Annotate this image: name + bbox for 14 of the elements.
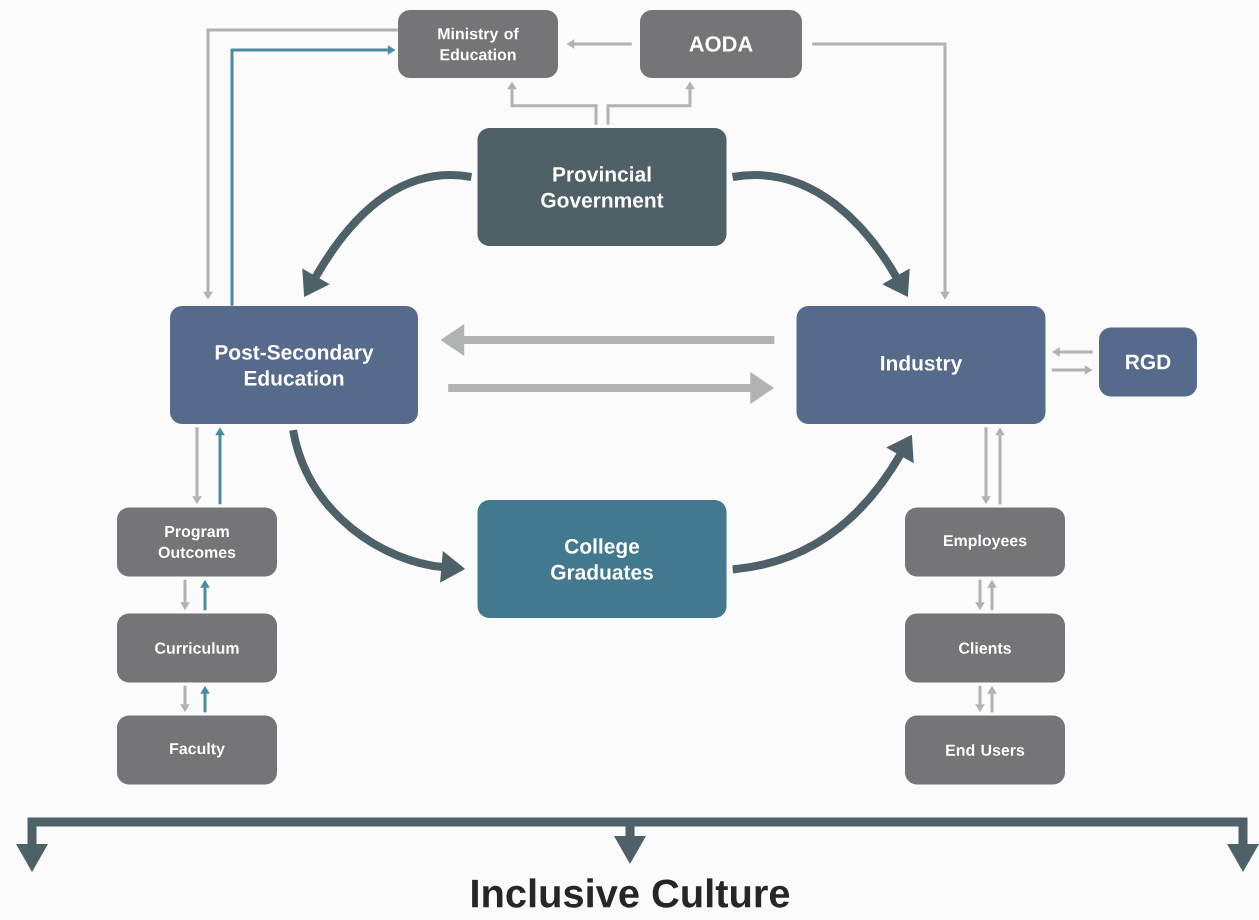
process-box: College Graduates: [477, 500, 727, 618]
process-box: Clients: [905, 613, 1065, 683]
process-box: Employees: [905, 507, 1065, 577]
process-box: Post-Secondary Education: [170, 306, 418, 424]
process-box: Ministry of Education: [398, 10, 558, 78]
process-box: Faculty: [117, 715, 277, 785]
process-box: Program Outcomes: [117, 507, 277, 577]
heading: Inclusive Culture: [472, 878, 790, 908]
process-box: Provincial Government: [477, 128, 727, 246]
process-box: RGD: [1099, 327, 1197, 397]
process-box: Curriculum: [117, 613, 277, 683]
process-box: Industry: [796, 306, 1046, 424]
process-box: End Users: [905, 715, 1065, 785]
process-box: AODA: [640, 10, 802, 78]
